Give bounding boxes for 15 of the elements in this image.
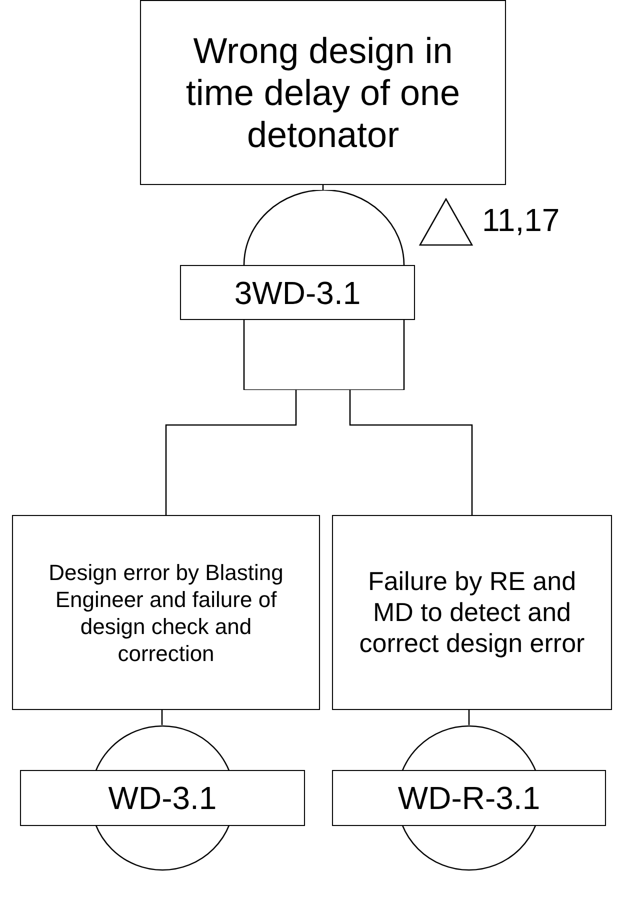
node-text: WD-R-3.1 <box>398 779 540 818</box>
transfer-reference: 11,17 <box>482 204 560 236</box>
connector-line <box>161 710 163 725</box>
event-box <box>140 0 506 185</box>
connector-line <box>165 390 297 515</box>
node-text: Wrong design in time delay of one detonator <box>184 30 462 156</box>
connector-line <box>468 710 470 725</box>
node-text: Design error by Blasting Engineer and failure of design check and correction <box>48 558 284 666</box>
node-text: WD-3.1 <box>108 779 217 818</box>
event-box <box>12 515 320 710</box>
connector-line <box>349 390 473 515</box>
node-text: Failure by RE and MD to detect and correct design error <box>358 566 586 659</box>
event-box <box>332 515 612 710</box>
transfer-triangle <box>418 198 474 246</box>
node-text: 3WD-3.1 <box>234 274 361 312</box>
